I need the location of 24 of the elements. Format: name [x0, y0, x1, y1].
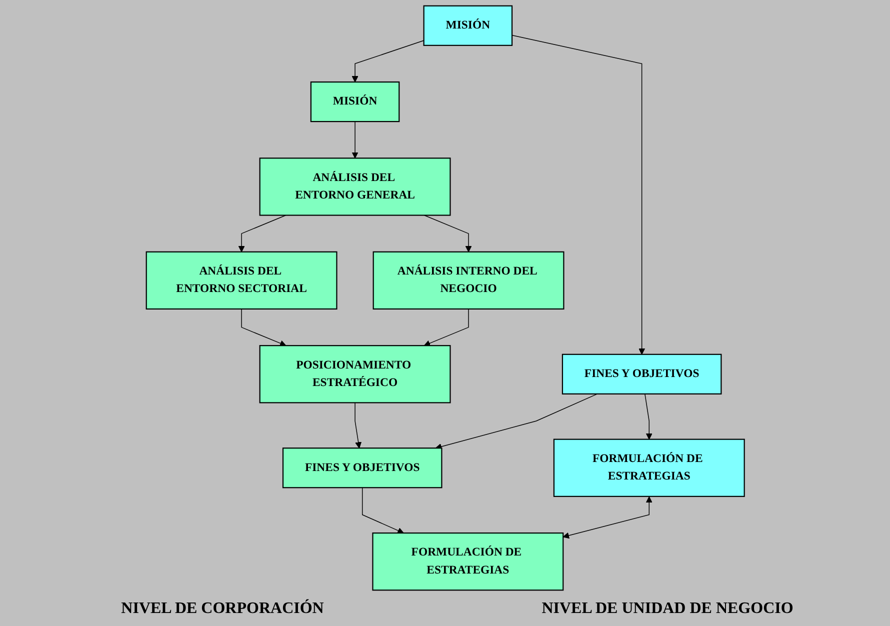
arrow	[362, 487, 404, 534]
node-box: FORMULACIÓN DE ESTRATEGIAS	[372, 532, 564, 591]
arrow	[511, 34, 645, 355]
arrow	[351, 121, 358, 158]
node-box: ANÁLISIS DEL ENTORNO GENERAL	[258, 158, 450, 216]
node-box: FINES Y OBJETIVOS	[562, 354, 722, 394]
node-box: MISIÓN	[422, 5, 512, 46]
node-box: FORMULACIÓN DE ESTRATEGIAS	[553, 438, 745, 497]
arrow	[354, 402, 362, 448]
node-box: ANÁLISIS DEL ENTORNO SECTORIAL	[145, 251, 337, 310]
arrow	[424, 308, 469, 346]
arrow	[238, 214, 286, 252]
level-label: NIVEL DE UNIDAD DE NEGOCIO	[540, 600, 794, 618]
level-label: NIVEL DE CORPORACIÓN	[120, 600, 325, 618]
arrow	[562, 496, 652, 539]
node-box: MISIÓN	[310, 81, 400, 122]
node-box: FINES Y OBJETIVOS	[282, 448, 442, 488]
arrow	[644, 394, 652, 440]
arrow	[423, 214, 472, 252]
node-box: POSICIONAMIENTO ESTRATÉGICO	[258, 345, 450, 404]
arrow	[240, 308, 286, 346]
arrow	[351, 40, 424, 82]
node-box: ANÁLISIS INTERNO DEL NEGOCIO	[372, 251, 564, 310]
arrow	[435, 394, 598, 450]
